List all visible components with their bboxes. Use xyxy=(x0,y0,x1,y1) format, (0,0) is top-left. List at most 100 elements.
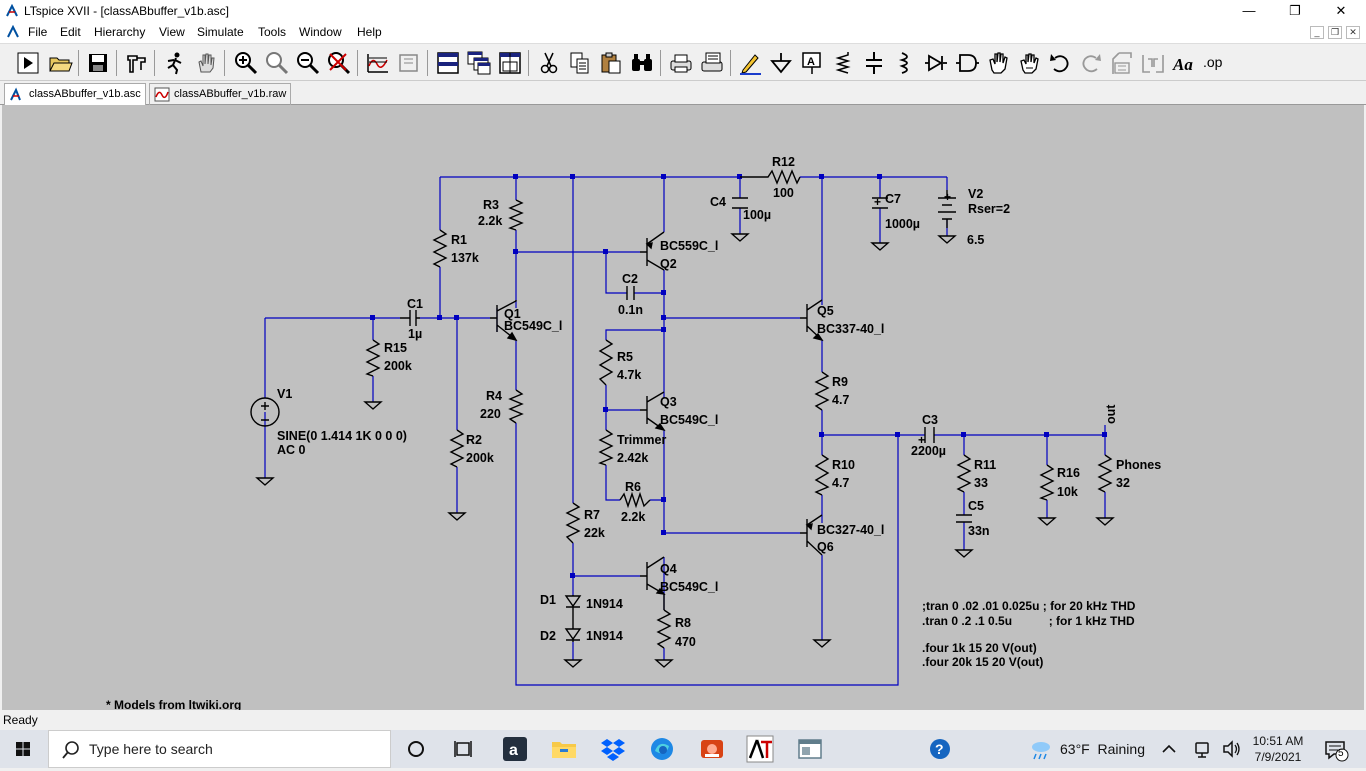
minimize-button[interactable]: — xyxy=(1242,3,1256,18)
save-icon[interactable] xyxy=(85,50,111,76)
close-button[interactable]: ✕ xyxy=(1335,3,1347,18)
Q6-value[interactable]: BC327-40_l xyxy=(817,523,884,537)
V2-rser[interactable]: Rser=2 xyxy=(968,202,1010,216)
Q4-value[interactable]: BC549C_l xyxy=(660,580,718,594)
Phones-name[interactable]: Phones xyxy=(1116,458,1161,472)
C5-value[interactable]: 33n xyxy=(968,524,990,538)
R16-value[interactable]: 10k xyxy=(1057,485,1078,499)
Q1-name[interactable]: Q1 xyxy=(504,307,521,321)
C3-name[interactable]: C3 xyxy=(922,413,938,427)
Q1-value[interactable]: BC549C_l xyxy=(504,319,562,333)
menu-view[interactable]: View xyxy=(159,25,185,39)
menu-edit[interactable]: Edit xyxy=(60,25,81,39)
find-icon[interactable] xyxy=(629,50,655,76)
mdi-restore-button[interactable]: ❐ xyxy=(1328,26,1342,39)
R8-value[interactable]: 470 xyxy=(675,635,696,649)
help-icon[interactable]: ? xyxy=(925,734,955,764)
C2-name[interactable]: C2 xyxy=(622,272,638,286)
media-app-icon[interactable] xyxy=(697,734,727,764)
dropbox-icon[interactable] xyxy=(598,734,628,764)
halt-icon[interactable] xyxy=(193,50,219,76)
C5-name[interactable]: C5 xyxy=(968,499,984,513)
C2-value[interactable]: 0.1n xyxy=(618,303,643,317)
paste-icon[interactable] xyxy=(598,50,624,76)
open-icon[interactable] xyxy=(47,50,73,76)
C4-name[interactable]: C4 xyxy=(710,195,726,209)
text-icon[interactable]: Aa xyxy=(1171,50,1197,76)
R9-value[interactable]: 4.7 xyxy=(832,393,849,407)
R7-name[interactable]: R7 xyxy=(584,508,600,522)
Q2-name[interactable]: Q2 xyxy=(660,257,677,271)
R3-value[interactable]: 2.2k xyxy=(478,214,502,228)
D2-value[interactable]: 1N914 xyxy=(586,629,623,643)
taskbar-clock[interactable]: 10:51 AM 7/9/2021 xyxy=(1250,733,1306,765)
R3-name[interactable]: R3 xyxy=(483,198,499,212)
Trimmer-name[interactable]: Trimmer xyxy=(617,433,666,447)
C7-value[interactable]: 1000µ xyxy=(885,217,920,231)
directive-four-1k[interactable]: .four 1k 15 20 V(out) xyxy=(922,641,1037,655)
print-setup-icon[interactable] xyxy=(699,50,725,76)
R15-name[interactable]: R15 xyxy=(384,341,407,355)
R5-name[interactable]: R5 xyxy=(617,350,633,364)
R4-name[interactable]: R4 xyxy=(486,389,502,403)
R6-value[interactable]: 2.2k xyxy=(621,510,645,524)
copy-icon[interactable] xyxy=(567,50,593,76)
Trimmer-value[interactable]: 2.42k xyxy=(617,451,648,465)
R4-value[interactable]: 220 xyxy=(480,407,501,421)
R11-value[interactable]: 33 xyxy=(974,476,988,490)
R1-name[interactable]: R1 xyxy=(451,233,467,247)
Q3-value[interactable]: BC549C_l xyxy=(660,413,718,427)
start-button[interactable] xyxy=(0,730,46,768)
task-view-icon[interactable] xyxy=(448,734,478,764)
R10-value[interactable]: 4.7 xyxy=(832,476,849,490)
autorange-icon[interactable] xyxy=(365,50,391,76)
ground-icon[interactable] xyxy=(768,50,794,76)
tile-vertical-icon[interactable] xyxy=(497,50,523,76)
directive-tran-1k[interactable]: .tran 0 .2 .1 0.5u ; for 1 kHz THD xyxy=(922,614,1135,628)
R5-value[interactable]: 4.7k xyxy=(617,368,641,382)
maximize-button[interactable]: ❐ xyxy=(1289,3,1301,18)
mdi-close-button[interactable]: ✕ xyxy=(1346,26,1360,39)
zoom-full-icon[interactable] xyxy=(264,50,290,76)
spice-directive-icon[interactable]: .op xyxy=(1202,50,1228,76)
menu-simulate[interactable]: Simulate xyxy=(197,25,244,39)
R11-name[interactable]: R11 xyxy=(974,458,996,472)
Phones-value[interactable]: 32 xyxy=(1116,476,1130,490)
rotate-icon[interactable] xyxy=(1109,50,1135,76)
D1-value[interactable]: 1N914 xyxy=(586,597,623,611)
Q2-value[interactable]: BC559C_l xyxy=(660,239,718,253)
component-icon[interactable] xyxy=(954,50,980,76)
cascade-icon[interactable] xyxy=(466,50,492,76)
weather-text[interactable]: 63°F Raining xyxy=(1060,741,1145,757)
C1-value[interactable]: 1µ xyxy=(408,327,422,341)
zoom-cancel-icon[interactable] xyxy=(326,50,352,76)
app-window-icon[interactable] xyxy=(795,734,825,764)
draw-wire-icon[interactable] xyxy=(737,50,763,76)
menu-file[interactable]: File xyxy=(28,25,48,39)
ltspice-taskbar-icon[interactable] xyxy=(745,734,775,764)
inductor-icon[interactable] xyxy=(892,50,918,76)
V1-value2[interactable]: AC 0 xyxy=(277,443,306,457)
schematic-canvas[interactable]: + + + R1 137k R3 2.2k R12 100 C4 100µ C7… xyxy=(2,105,1364,710)
document-icon[interactable] xyxy=(6,25,20,39)
net-label-out[interactable]: out xyxy=(1104,404,1118,424)
Q5-value[interactable]: BC337-40_l xyxy=(817,322,884,336)
capacitor-icon[interactable] xyxy=(861,50,887,76)
C4-value[interactable]: 100µ xyxy=(743,208,771,222)
R9-name[interactable]: R9 xyxy=(832,375,848,389)
label-net-icon[interactable]: A xyxy=(799,50,825,76)
tile-horizontal-icon[interactable] xyxy=(435,50,461,76)
tab-schematic[interactable]: classABbuffer_v1b.asc xyxy=(4,83,146,105)
C1-name[interactable]: C1 xyxy=(407,297,423,311)
C3-value[interactable]: 2200µ xyxy=(911,444,946,458)
run-icon[interactable] xyxy=(15,50,41,76)
drag-icon[interactable] xyxy=(1016,50,1042,76)
menu-tools[interactable]: Tools xyxy=(258,25,287,39)
mirror-icon[interactable] xyxy=(1140,50,1166,76)
R7-value[interactable]: 22k xyxy=(584,526,605,540)
V1-value[interactable]: SINE(0 1.414 1K 0 0 0) xyxy=(277,429,407,443)
tab-waveform[interactable]: classABbuffer_v1b.raw xyxy=(149,83,292,105)
schematic-drawing[interactable]: + + + R1 137k R3 2.2k R12 100 C4 100µ C7… xyxy=(2,105,1364,710)
R1-value[interactable]: 137k xyxy=(451,251,479,265)
notifications-icon[interactable] xyxy=(1320,734,1350,764)
